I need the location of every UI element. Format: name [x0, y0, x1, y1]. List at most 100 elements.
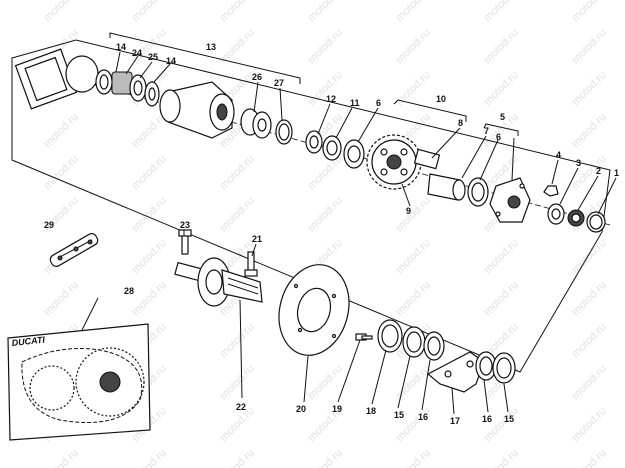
callout-14-left: 14: [116, 42, 126, 52]
watermark-text: motod.ru: [218, 447, 257, 468]
watermark-text: motod.ru: [218, 321, 257, 360]
watermark-text: motod.ru: [42, 111, 81, 150]
callout-6-left: 6: [376, 98, 381, 108]
callout-1: 1: [614, 168, 619, 178]
watermark-text: motod.ru: [218, 153, 257, 192]
callout-10: 10: [436, 94, 446, 104]
nut-4: [543, 185, 559, 197]
watermark-text: motod.ru: [394, 0, 433, 24]
watermark-text: motod.ru: [570, 279, 609, 318]
leader-lines: [81, 51, 617, 415]
watermark-text: motod.ru: [42, 447, 81, 468]
bolt-19: [355, 333, 373, 341]
group-bracket-5: [483, 123, 519, 136]
needle-bearing-25: [129, 74, 147, 102]
callout-23: 23: [180, 220, 190, 230]
eccentric-hub-22: [174, 257, 263, 307]
watermark-text: motod.ru: [394, 279, 433, 318]
callout-21: 21: [252, 234, 262, 244]
ring-27: [275, 119, 293, 145]
watermark-text: motod.ru: [306, 153, 345, 192]
watermark-text: motod.ru: [130, 237, 169, 276]
washer-12: [305, 130, 323, 154]
callout-3: 3: [576, 158, 581, 168]
callout-22: 22: [236, 402, 246, 412]
watermark-text: motod.ru: [130, 195, 169, 234]
callout-18: 18: [366, 406, 376, 416]
watermark-text: motod.ru: [130, 153, 169, 192]
callout-6-right: 6: [496, 132, 501, 142]
callout-25: 25: [148, 52, 158, 62]
callout-11: 11: [350, 98, 360, 108]
chain-kit-28: [7, 323, 151, 441]
watermark-text: motod.ru: [570, 111, 609, 150]
watermark-text: motod.ru: [306, 195, 345, 234]
assembly-outline: [11, 39, 611, 373]
callout-16-right: 16: [482, 414, 492, 424]
watermark-text: motod.ru: [394, 447, 433, 468]
watermark-text: motod.ru: [482, 447, 521, 468]
watermark-text: motod.ru: [306, 0, 345, 24]
bearings-26: [240, 108, 272, 139]
bearing-14-right: [144, 81, 160, 107]
watermark-text: motod.ru: [218, 363, 257, 402]
callout-29: 29: [44, 220, 54, 230]
ring-16-right: [475, 351, 497, 381]
watermark-text: motod.ru: [482, 69, 521, 108]
callout-24: 24: [132, 48, 142, 58]
watermark-text: motod.ru: [394, 237, 433, 276]
watermark-text: motod.ru: [394, 363, 433, 402]
watermark-text: motod.ru: [482, 27, 521, 66]
callout-13: 13: [206, 42, 216, 52]
watermark-text: motod.ru: [306, 27, 345, 66]
watermark-text: motod.ru: [394, 27, 433, 66]
watermark-text: motod.ru: [394, 195, 433, 234]
watermark-text: motod.ru: [482, 0, 521, 24]
callout-9: 9: [406, 206, 411, 216]
watermark-text: motod.ru: [306, 447, 345, 468]
spacer-24: [111, 71, 133, 95]
hub-13: [159, 81, 235, 139]
watermark-text: motod.ru: [218, 0, 257, 24]
callout-17: 17: [450, 416, 460, 426]
watermark-text: motod.ru: [570, 27, 609, 66]
callout-28: 28: [124, 286, 134, 296]
sprocket-9: [366, 134, 422, 190]
callout-16-left: 16: [418, 412, 428, 422]
watermark-text: motod.ru: [42, 0, 81, 24]
watermark-text: motod.ru: [570, 405, 609, 444]
bearing-14-left: [95, 69, 113, 95]
watermark-text: motod.ru: [130, 0, 169, 24]
watermark-text: motod.ru: [218, 195, 257, 234]
watermark-text: motod.ru: [42, 279, 81, 318]
callout-26: 26: [252, 72, 262, 82]
watermark-text: motod.ru: [482, 279, 521, 318]
ducati-logo: DUCATI: [11, 335, 46, 348]
cover-housing: [14, 48, 99, 110]
nut-2: [567, 209, 585, 227]
washer-6-left: [343, 139, 365, 169]
circlip-1: [586, 211, 606, 233]
callout-12: 12: [326, 94, 336, 104]
callout-2: 2: [596, 166, 601, 176]
watermark-text: motod.ru: [570, 321, 609, 360]
seal-15-left: [402, 326, 426, 358]
ring-11: [322, 135, 342, 161]
callout-14-right: 14: [166, 56, 176, 66]
bolt-21: [244, 251, 258, 277]
watermark-text: motod.ru: [570, 447, 609, 468]
caliper-bracket-17: [426, 351, 485, 393]
seal-15-right: [492, 352, 516, 384]
callout-8: 8: [458, 118, 463, 128]
group-bracket-13: [109, 32, 301, 84]
callout-19: 19: [332, 404, 342, 414]
flange-5: [489, 177, 531, 223]
watermark-text: motod.ru: [306, 363, 345, 402]
watermark-text: motod.ru: [570, 363, 609, 402]
callout-15-right: 15: [504, 414, 514, 424]
ring-16-left: [423, 331, 445, 361]
washer-3: [547, 203, 565, 225]
callout-4: 4: [556, 150, 561, 160]
